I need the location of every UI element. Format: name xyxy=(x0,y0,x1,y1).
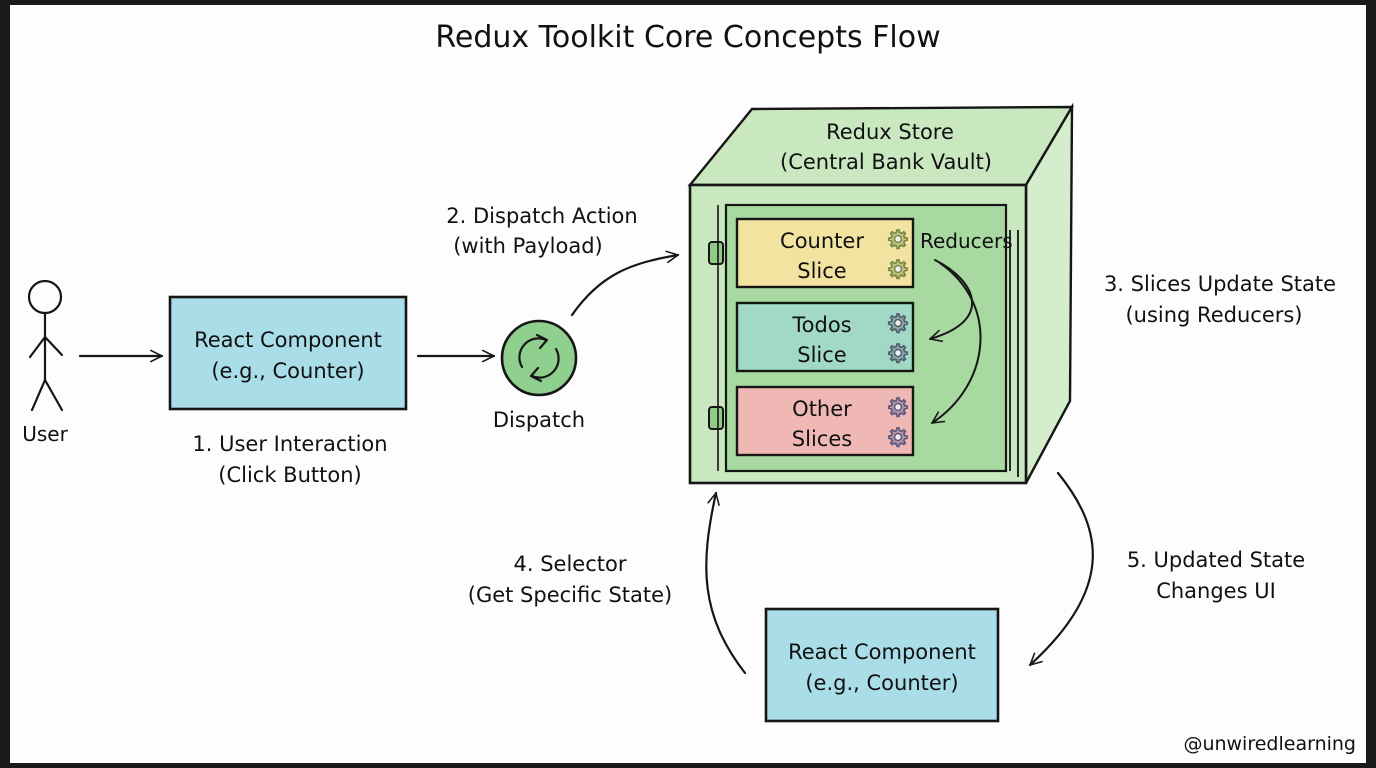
slice-box xyxy=(735,385,915,457)
arrow-component-to-store-selector xyxy=(705,491,747,675)
reducers-label: Reducers xyxy=(920,229,1013,253)
slice-label-line2: Slice xyxy=(797,259,846,283)
dispatch-node xyxy=(500,319,578,397)
arrow-dispatch-to-store xyxy=(570,250,680,317)
gear-icon xyxy=(887,313,909,334)
slice-label-line1: Todos xyxy=(791,313,851,337)
slice-label-line2: Slice xyxy=(797,343,846,367)
react-component-bottom: React Component (e.g., Counter) xyxy=(764,607,1000,723)
gear-icon xyxy=(887,343,909,364)
step3-label-line2: (using Reducers) xyxy=(1125,303,1302,327)
step1-label-line2: (Click Button) xyxy=(218,463,361,487)
gear-icon xyxy=(887,427,909,448)
slice-box xyxy=(735,301,915,373)
refresh-cycle-icon xyxy=(518,333,560,383)
step5-label-line2: Changes UI xyxy=(1156,579,1276,603)
gear-icon xyxy=(887,229,909,250)
store-title-line2: (Central Bank Vault) xyxy=(780,150,992,174)
react-component-bottom-line1: React Component xyxy=(788,640,976,664)
vault-hinge-top xyxy=(708,241,724,265)
step4-label-line1: 4. Selector xyxy=(514,552,627,576)
arrow-store-to-component xyxy=(1028,471,1094,667)
diagram-title: Redux Toolkit Core Concepts Flow xyxy=(435,20,940,55)
slice-box xyxy=(735,217,915,289)
diagram-svg: Redux Toolkit Core Concepts Flow User Re… xyxy=(22,20,1356,755)
react-component-top-line2: (e.g., Counter) xyxy=(211,359,364,383)
user-stick-figure-icon xyxy=(27,279,64,412)
store-title-line1: Redux Store xyxy=(826,120,954,144)
react-component-top-line1: React Component xyxy=(194,328,382,352)
slice-label-line1: Counter xyxy=(780,229,864,253)
gear-icon xyxy=(887,397,909,418)
react-component-top: React Component (e.g., Counter) xyxy=(168,295,408,411)
step5-label-line1: 5. Updated State xyxy=(1127,548,1305,572)
diagram-canvas: Redux Toolkit Core Concepts Flow User Re… xyxy=(10,5,1366,763)
step1-label-line1: 1. User Interaction xyxy=(192,432,387,456)
user-label: User xyxy=(22,422,68,446)
reducer-arrow-to-other xyxy=(931,262,982,424)
vault-hinge-bottom xyxy=(708,406,724,430)
step2-label-line2: (with Payload) xyxy=(453,234,603,258)
step2-label-line1: 2. Dispatch Action xyxy=(446,204,637,228)
react-component-bottom-line2: (e.g., Counter) xyxy=(805,671,958,695)
watermark: @unwiredlearning xyxy=(1183,733,1356,755)
slice-label-line2: Slices xyxy=(792,427,852,451)
dispatch-label: Dispatch xyxy=(493,408,585,432)
gear-icon xyxy=(887,259,909,280)
step4-label-line2: (Get Specific State) xyxy=(468,583,672,607)
slice-label-line1: Other xyxy=(792,397,852,421)
step3-label-line1: 3. Slices Update State xyxy=(1104,272,1336,296)
